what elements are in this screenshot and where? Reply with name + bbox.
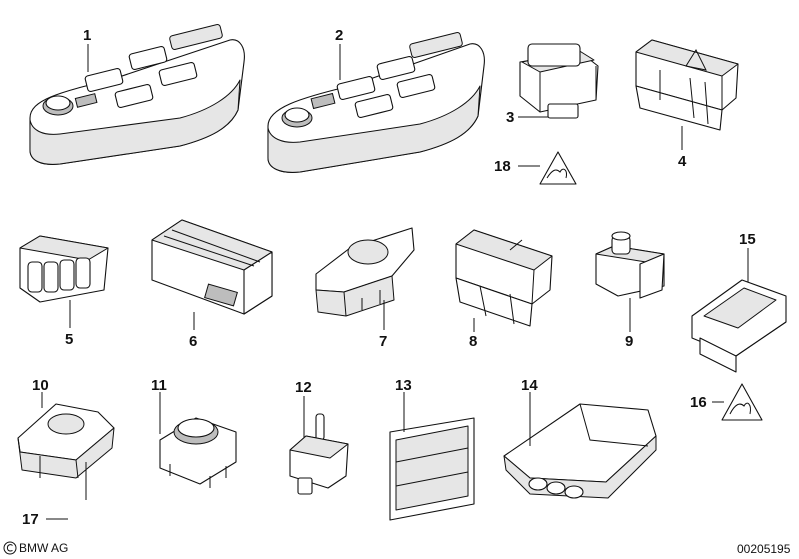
- part-5-memory-switch: [19, 235, 109, 303]
- part-number-labels: 1 2 3 4 18 5 6 7 8 9 15 16 10 11 12 13 1…: [22, 27, 756, 528]
- label-part-15: 15: [739, 231, 756, 248]
- label-part-2: 2: [335, 27, 343, 44]
- part-8-blank-switch: [455, 229, 553, 327]
- part-10-seat-switch: [17, 403, 115, 479]
- leader-lines: [41, 44, 749, 520]
- part-14-console-bracket: [503, 403, 657, 499]
- part-15-child-lock-switch: [691, 279, 787, 373]
- label-part-5: 5: [65, 331, 73, 348]
- child-lock-warning-icon: [721, 383, 763, 421]
- label-part-17: 17: [22, 511, 39, 528]
- part-16-child-lock-label: [721, 383, 763, 421]
- hazard-triangle-icon: [685, 48, 707, 71]
- label-part-8: 8: [469, 333, 477, 350]
- copyright-icon: [3, 541, 17, 555]
- label-part-14: 14: [521, 377, 538, 394]
- child-lock-warning-icon: [539, 151, 577, 185]
- label-part-13: 13: [395, 377, 412, 394]
- label-part-16: 16: [690, 394, 707, 411]
- brand-label: BMW AG: [19, 541, 68, 555]
- part-3-single-switch: [519, 43, 599, 119]
- footer: BMW AG 00205195: [3, 541, 791, 556]
- part-1-window-switch-block: [29, 24, 245, 165]
- label-part-10: 10: [32, 377, 49, 394]
- part-7-seat-switch: [315, 227, 415, 317]
- part-6-seat-heating-switch: [151, 219, 273, 315]
- label-part-9: 9: [625, 333, 633, 350]
- label-part-6: 6: [189, 333, 197, 350]
- label-part-11: 11: [151, 377, 167, 394]
- label-part-12: 12: [295, 379, 312, 396]
- diagram-id: 00205195: [737, 542, 791, 556]
- label-part-1: 1: [83, 27, 91, 44]
- part-9-push-button: [595, 231, 665, 299]
- part-12-pin-switch: [289, 413, 349, 495]
- label-part-4: 4: [678, 153, 687, 170]
- part-18-child-lock-label: [539, 151, 577, 185]
- part-11-mirror-joystick: [159, 417, 237, 488]
- label-part-3: 3: [506, 109, 514, 126]
- part-13-cover-panel: [389, 417, 475, 521]
- part-2-window-switch-block: [267, 32, 485, 173]
- label-part-18: 18: [494, 158, 511, 175]
- part-4-hazard-switch: [635, 39, 739, 131]
- label-part-7: 7: [379, 333, 387, 350]
